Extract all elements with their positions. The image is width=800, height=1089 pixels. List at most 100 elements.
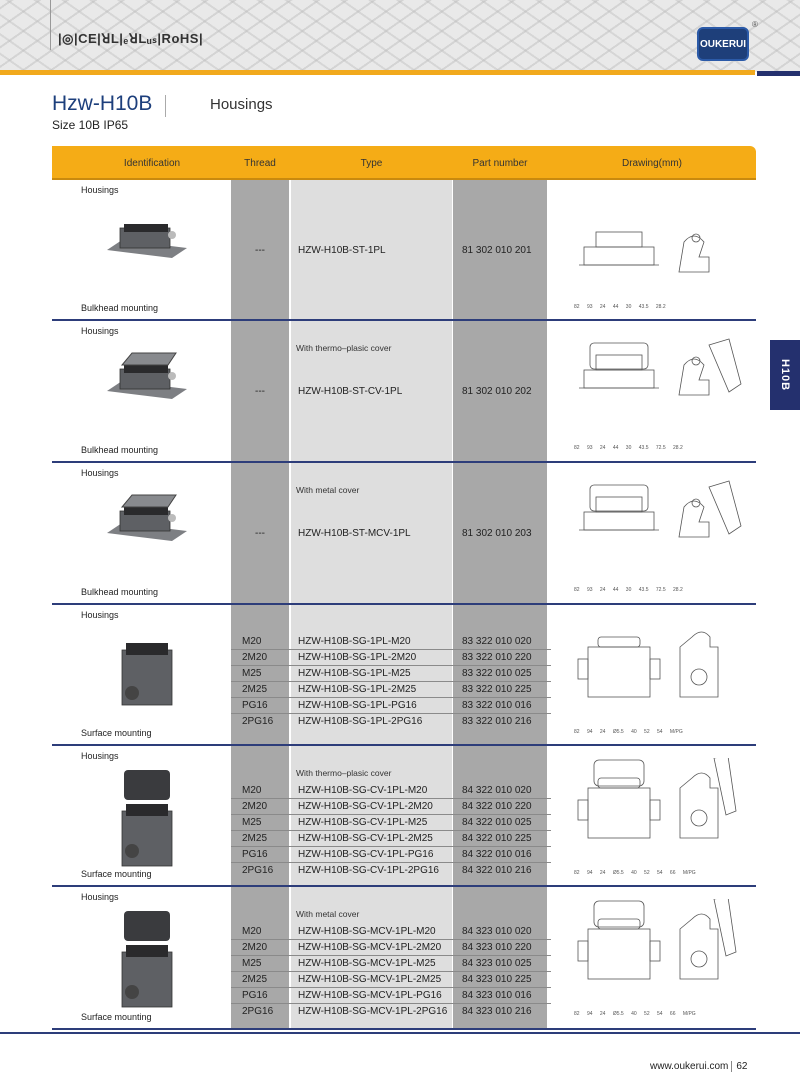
footer-line xyxy=(0,1032,800,1034)
type-cell: HZW-H10B-SG-CV-1PL-2PG16 xyxy=(298,865,439,876)
brand-line xyxy=(757,71,800,76)
part-number-cell: 84 322 010 020 xyxy=(462,785,532,796)
type-cell: HZW-H10B-SG-CV-1PL-2M20 xyxy=(298,801,433,812)
type-cell: HZW-H10B-SG-CV-1PL-2M25 xyxy=(298,833,433,844)
part-number-cell: 84 323 010 016 xyxy=(462,990,532,1001)
type-cell: HZW-H10B-SG-MCV-1PL-2M25 xyxy=(298,974,442,985)
table-row: 2M25 HZW-H10B-SG-1PL-2M25 83 322 010 225 xyxy=(231,682,551,698)
table-row: 2M25 HZW-H10B-SG-MCV-1PL-2M25 84 323 010… xyxy=(231,972,551,988)
table-row: 2M20 HZW-H10B-SG-MCV-1PL-2M20 84 323 010… xyxy=(231,940,551,956)
part-number-cell: 83 322 010 216 xyxy=(462,716,532,727)
header-banner xyxy=(0,0,800,72)
technical-drawing xyxy=(579,338,742,396)
section-heading: Housings xyxy=(81,468,119,478)
thread-cell: --- xyxy=(255,386,265,397)
technical-drawing xyxy=(577,896,737,980)
cover-note: With metal cover xyxy=(296,909,360,919)
table-row: 2PG16 HZW-H10B-SG-MCV-1PL-2PG16 84 323 0… xyxy=(231,1004,551,1020)
part-number-cell: 83 322 010 020 xyxy=(462,636,532,647)
drawing: 82 93 24 44 30 43.5 72.5 28.2 xyxy=(574,475,764,600)
cover-note: With metal cover xyxy=(296,485,360,495)
drawing: 82 94 24 Ø5.5 40 52 54 66 M/PG xyxy=(574,755,764,883)
drawing: 82 93 24 44 30 43.5 72.5 28.2 xyxy=(574,333,764,458)
part-number-cell: 84 322 010 216 xyxy=(462,865,532,876)
type-column-bg xyxy=(291,180,452,1030)
thread-cell: 2M25 xyxy=(242,684,268,695)
type-cell: HZW-H10B-SG-1PL-2M25 xyxy=(298,684,417,695)
header-thread: Thread xyxy=(244,158,276,169)
subtitle: Size 10B IP65 xyxy=(52,118,129,132)
product-image xyxy=(102,907,192,1022)
table-row: M20 HZW-H10B-SG-MCV-1PL-M20 84 323 010 0… xyxy=(231,924,551,940)
product-image xyxy=(102,493,192,558)
type-cell: HZW-H10B-SG-CV-1PL-PG16 xyxy=(298,849,434,860)
thread-cell: 2M20 xyxy=(242,801,268,812)
thread-cell: PG16 xyxy=(242,990,268,1001)
table-row: M25 HZW-H10B-SG-1PL-M25 83 322 010 025 xyxy=(231,666,551,682)
drawing-dimensions: 82 93 24 44 30 43.5 72.5 28.2 xyxy=(574,445,683,451)
part-number-cell: 81 302 010 201 xyxy=(462,245,532,256)
thread-cell: 2PG16 xyxy=(242,716,274,727)
part-number-cell: 84 323 010 220 xyxy=(462,942,532,953)
type-cell: HZW-H10B-SG-1PL-M25 xyxy=(298,668,411,679)
section-heading: Housings xyxy=(81,892,119,902)
table-row: PG16 HZW-H10B-SG-CV-1PL-PG16 84 322 010 … xyxy=(231,847,551,863)
product-image xyxy=(102,766,192,881)
type-cell: HZW-H10B-SG-CV-1PL-M20 xyxy=(298,785,428,796)
type-cell: HZW-H10B-ST-MCV-1PL xyxy=(298,528,411,539)
technical-drawing xyxy=(579,480,742,538)
cover-note: With thermo–plasic cover xyxy=(296,768,392,778)
side-tab[interactable]: H10B xyxy=(770,340,800,410)
drawing: 82 93 24 44 30 43.5 28.2 xyxy=(574,192,764,317)
header-type: Type xyxy=(360,158,383,169)
part-number-cell: 84 322 010 025 xyxy=(462,817,532,828)
table-row: --- HZW-H10B-ST-1PL 81 302 010 201 xyxy=(231,243,551,259)
header-identification: Identification xyxy=(123,158,181,169)
part-number-cell: 83 322 010 016 xyxy=(462,700,532,711)
table-row: PG16 HZW-H10B-SG-1PL-PG16 83 322 010 016 xyxy=(231,698,551,714)
header-part-number: Part number xyxy=(472,158,528,169)
table-row: 2PG16 HZW-H10B-SG-1PL-2PG16 83 322 010 2… xyxy=(231,714,551,730)
thread-cell: PG16 xyxy=(242,849,268,860)
part-number-cell: 84 323 010 216 xyxy=(462,1006,532,1017)
part-number-cell: 84 323 010 025 xyxy=(462,958,532,969)
website[interactable]: www.oukerui.com xyxy=(650,1061,729,1072)
thread-cell: M20 xyxy=(242,785,262,796)
page-number: 62 xyxy=(731,1061,748,1072)
part-number-cell: 83 322 010 025 xyxy=(462,668,532,679)
product-image xyxy=(102,625,192,740)
thread-cell: M25 xyxy=(242,958,262,969)
mounting-label: Surface mounting xyxy=(81,869,152,879)
section-heading: Housings xyxy=(81,610,119,620)
section-heading: Housings xyxy=(81,326,119,336)
type-cell: HZW-H10B-SG-1PL-PG16 xyxy=(298,700,417,711)
thread-cell: M20 xyxy=(242,926,262,937)
header-drawing: Drawing(mm) xyxy=(622,158,682,169)
type-cell: HZW-H10B-SG-1PL-2M20 xyxy=(298,652,417,663)
table-row: M25 HZW-H10B-SG-MCV-1PL-M25 84 323 010 0… xyxy=(231,956,551,972)
mounting-label: Bulkhead mounting xyxy=(81,303,159,313)
part-number-cell: 83 322 010 220 xyxy=(462,652,532,663)
drawing-dimensions: 82 93 24 44 30 43.5 72.5 28.2 xyxy=(574,587,683,593)
thread-cell: 2M20 xyxy=(242,652,268,663)
type-cell: HZW-H10B-ST-CV-1PL xyxy=(298,386,403,397)
thread-cell: --- xyxy=(255,245,265,256)
table-header: Identification Thread Type Part number D… xyxy=(52,146,756,180)
mounting-label: Surface mounting xyxy=(81,1012,152,1022)
product-image xyxy=(102,351,192,416)
table-row: M20 HZW-H10B-SG-1PL-M20 83 322 010 020 xyxy=(231,634,551,650)
table-row: 2PG16 HZW-H10B-SG-CV-1PL-2PG16 84 322 01… xyxy=(231,863,551,879)
table-row: M20 HZW-H10B-SG-CV-1PL-M20 84 322 010 02… xyxy=(231,783,551,799)
thread-cell: 2M20 xyxy=(242,942,268,953)
thread-cell: M25 xyxy=(242,817,262,828)
type-cell: HZW-H10B-ST-1PL xyxy=(298,245,386,256)
drawing-dimensions: 82 94 24 Ø5.5 40 52 54 66 M/PG xyxy=(574,1011,696,1017)
part-number-cell: 83 322 010 225 xyxy=(462,684,532,695)
type-cell: HZW-H10B-SG-MCV-1PL-M20 xyxy=(298,926,436,937)
part-number-cell: 84 323 010 020 xyxy=(462,926,532,937)
